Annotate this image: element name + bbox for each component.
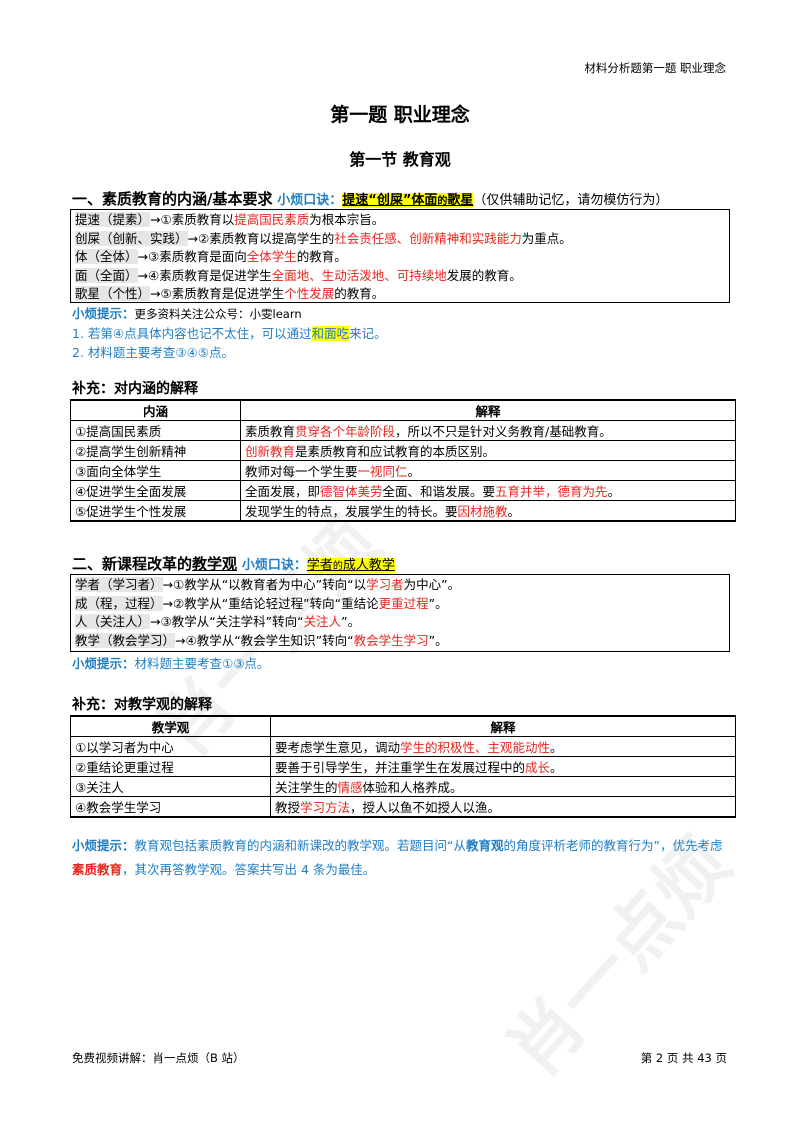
quality-education-box: 提速（提素）→①素质教育以提高国民素质为根本宗旨。 创屎（创新、实践）→②素质教… [70, 209, 730, 303]
part2-tip: 小烦提示：材料题主要考查①③点。 [72, 656, 270, 671]
box-line: 人（关注人）→③教学从“关注学科”转向“关注人”。 [75, 614, 361, 629]
connotation-table: 内涵解释 ①提高国民素质 素质教育贯穿各个年龄阶段，所以不只是针对义务教育/基础… [70, 399, 736, 522]
table-row: ②重结论更重过程 要善于引导学生，并注重学生在发展过程中的成长。 [70, 756, 736, 777]
table-header-row: 内涵解释 [70, 399, 736, 421]
part2-heading: 二、新课程改革的教学观 小烦口诀：学者的成人教学 [72, 555, 395, 573]
table-row: ④教会学生学习 教授学习方法，授人以鱼不如授人以渔。 [70, 796, 736, 818]
table-row: ③面向全体学生 教师对每一个学生要一视同仁。 [70, 460, 736, 481]
supplement-title: 补充：对内涵的解释 [72, 381, 198, 397]
tip-line: 1. 若第④点具体内容也记不太住，可以通过和面吃来记。 [72, 326, 387, 341]
final-tip: 小烦提示：教育观包括素质教育的内涵和新课改的教学观。若题目问“从教育观的角度评析… [72, 838, 723, 877]
page-title: 第一题 职业理念 [330, 104, 470, 126]
box-line: 成（程，过程）→②教学从“重结论轻过程”转向“重结论更重过程”。 [75, 595, 448, 611]
table-row: ④促进学生全面发展 全面发展，即德智体美劳全面、和谐发展。要五育并举，德育为先。 [70, 480, 736, 501]
box-line: 体（全体）→③素质教育是面向全体学生的教育。 [75, 249, 347, 264]
box-line: 面（全面）→④素质教育是促进学生全面地、生动活泼地、可持续地发展的教育。 [75, 267, 522, 283]
box-line: 提速（提素）→①素质教育以提高国民素质为根本宗旨。 [75, 212, 385, 227]
tip-line: 2. 材料题主要考查③④⑤点。 [72, 345, 235, 360]
promo-line: 小烦提示：更多资料关注公众号：小雯learn [72, 306, 302, 321]
box-line: 学者（学习者）→①教学从“以教育者为中心”转向“以学习者为中心”。 [75, 577, 461, 592]
part1-heading: 一、素质教育的内涵/基本要求 小烦口诀：提速“创屎”体面的歌星（仅供辅助记忆，请… [72, 188, 668, 209]
mnemonic-text: 提速“创屎”体面的歌星 [342, 193, 474, 208]
page-number: 第 2 页 共 43 页 [640, 1051, 727, 1065]
table-row: ①以学习者为中心 要考虑学生意见，调动学生的积极性、主观能动性。 [70, 736, 736, 757]
table-header-row: 教学观解释 [70, 715, 736, 737]
table-row: ②提高学生创新精神 创新教育是素质教育和应试教育的本质区别。 [70, 440, 736, 461]
box-line: 教学（教会学习）→④教学从“教会学生知识”转向“教会学生学习”。 [75, 632, 448, 648]
box-line: 创屎（创新、实践）→②素质教育以提高学生的社会责任感、创新精神和实践能力为重点。 [75, 230, 572, 246]
section-title: 第一节 教育观 [349, 150, 451, 169]
part1-tips: 小烦提示：更多资料关注公众号：小雯learn 1. 若第④点具体内容也记不太住，… [72, 304, 387, 362]
table-row: ⑤促进学生个性发展 发现学生的特点，发展学生的特长。要因材施教。 [70, 500, 736, 522]
teaching-view-table: 教学观解释 ①以学习者为中心 要考虑学生意见，调动学生的积极性、主观能动性。 ②… [70, 715, 736, 818]
table-row: ①提高国民素质 素质教育贯穿各个年龄阶段，所以不只是针对义务教育/基础教育。 [70, 420, 736, 441]
mnemonic-note: （仅供辅助记忆，请勿模仿行为） [473, 193, 669, 208]
mnemonic-label: 小烦口诀： [277, 193, 343, 208]
footer-source: 免费视频讲解：肖一点烦（B 站） [72, 1051, 245, 1065]
teaching-view-box: 学者（学习者）→①教学从“以教育者为中心”转向“以学习者为中心”。 成（程，过程… [70, 574, 730, 652]
mnemonic-text: 学者的成人教学 [306, 558, 395, 573]
box-line: 歌星（个性）→⑤素质教育是促进学生个性发展的教育。 [75, 286, 385, 301]
table-row: ③关注人 关注学生的情感体验和人格养成。 [70, 776, 736, 797]
part1-heading-text: 一、素质教育的内涵/基本要求 [72, 190, 273, 208]
running-header: 材料分析题第一题 职业理念 [584, 61, 726, 75]
mnemonic-label: 小烦口诀： [241, 558, 307, 573]
supplement-title: 补充：对教学观的解释 [72, 697, 212, 713]
